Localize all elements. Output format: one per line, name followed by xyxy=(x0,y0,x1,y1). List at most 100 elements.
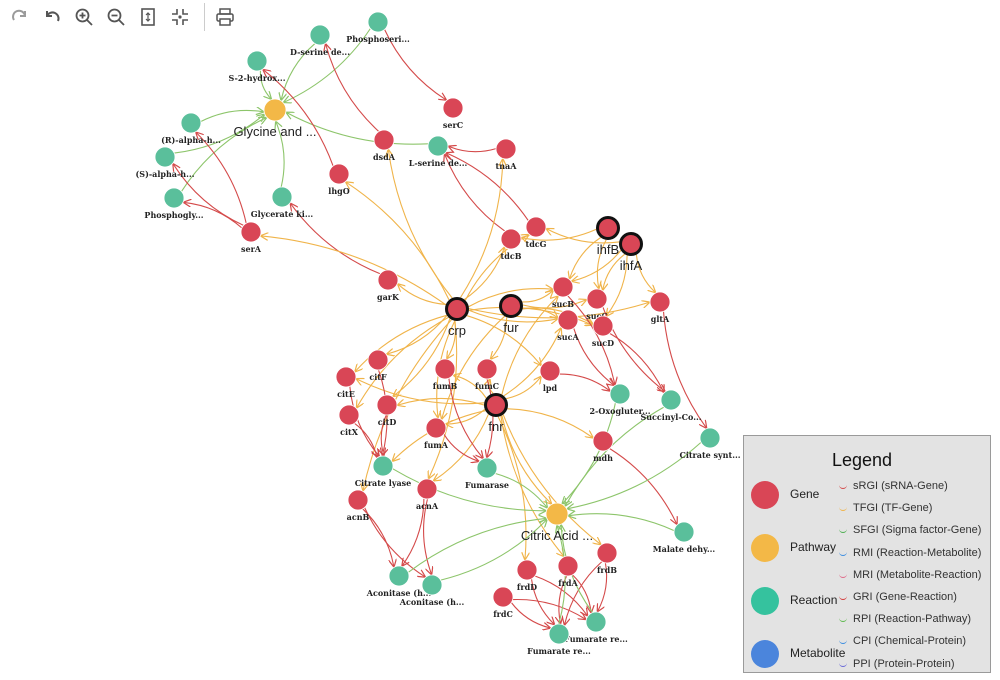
node-reaction[interactable]: Aconitase (h... xyxy=(366,565,432,598)
node-reaction[interactable]: Fumarase xyxy=(465,457,509,490)
node-reaction[interactable]: Fumarate re... xyxy=(527,623,591,656)
undo-button[interactable] xyxy=(38,5,66,29)
node-gene-circle[interactable] xyxy=(586,288,608,310)
node-gene-circle[interactable] xyxy=(377,269,399,291)
node-gene[interactable]: sucB xyxy=(552,276,574,309)
node-reaction-circle[interactable] xyxy=(699,427,721,449)
node-reaction-circle[interactable] xyxy=(309,24,331,46)
node-gene[interactable]: fumB xyxy=(433,358,458,391)
node-gene-circle[interactable] xyxy=(516,559,538,581)
node-reaction[interactable]: Aconitase (h... xyxy=(399,574,465,607)
node-reaction[interactable]: Phosphoseri... xyxy=(346,11,410,44)
node-reaction-circle[interactable] xyxy=(372,455,394,477)
node-reaction[interactable]: S-2-hydrox... xyxy=(228,50,286,83)
node-gene[interactable]: frdC xyxy=(492,586,514,619)
node-gene-circle[interactable] xyxy=(649,291,671,313)
fit-page-button[interactable] xyxy=(134,5,162,29)
node-gene-circle[interactable] xyxy=(596,216,620,240)
node-gene[interactable]: tnaA xyxy=(495,138,518,171)
node-reaction-circle[interactable] xyxy=(271,186,293,208)
node-gene-circle[interactable] xyxy=(367,349,389,371)
node-reaction-circle[interactable] xyxy=(180,112,202,134)
node-reaction[interactable]: Glycerate ki... xyxy=(251,186,314,219)
node-gene[interactable]: sucC xyxy=(586,288,608,321)
node-gene[interactable]: serC xyxy=(442,97,464,130)
node-gene-circle[interactable] xyxy=(240,221,262,243)
node-reaction-circle[interactable] xyxy=(427,135,449,157)
node-gene-circle[interactable] xyxy=(557,309,579,331)
node-gene-circle[interactable] xyxy=(335,366,357,388)
node-gene-circle[interactable] xyxy=(495,138,517,160)
node-gene[interactable]: citX xyxy=(338,404,360,437)
node-reaction[interactable]: (R)-alpha-h... xyxy=(161,112,221,145)
node-reaction-circle[interactable] xyxy=(673,521,695,543)
node-gene-circle[interactable] xyxy=(525,216,547,238)
node-gene[interactable]: frdD xyxy=(516,559,538,592)
node-gene[interactable]: sucD xyxy=(592,315,614,348)
node-gene-circle[interactable] xyxy=(442,97,464,119)
node-gene-circle[interactable] xyxy=(416,478,438,500)
node-reaction-circle[interactable] xyxy=(421,574,443,596)
node-gene[interactable]: gltA xyxy=(649,291,671,324)
node-gene-circle[interactable] xyxy=(338,404,360,426)
node-reaction[interactable]: 2-Oxogluter... xyxy=(589,383,651,416)
node-reaction[interactable]: L-serine de... xyxy=(409,135,468,168)
node-gene[interactable]: ihfB xyxy=(596,216,620,258)
node-reaction-circle[interactable] xyxy=(154,146,176,168)
node-reaction[interactable]: Succinyl-Co... xyxy=(640,389,702,422)
node-gene-circle[interactable] xyxy=(492,586,514,608)
node-reaction-circle[interactable] xyxy=(585,611,607,633)
node-reaction-circle[interactable] xyxy=(367,11,389,33)
node-gene[interactable]: fumC xyxy=(475,358,499,391)
node-gene-circle[interactable] xyxy=(425,417,447,439)
node-gene-circle[interactable] xyxy=(596,542,618,564)
node-reaction-circle[interactable] xyxy=(660,389,682,411)
node-gene[interactable]: mdh xyxy=(592,430,614,463)
node-gene[interactable]: fnr xyxy=(484,393,508,435)
node-gene[interactable]: serA xyxy=(240,221,262,254)
node-gene-circle[interactable] xyxy=(539,360,561,382)
zoom-in-button[interactable] xyxy=(70,5,98,29)
node-reaction[interactable]: Citrate synt... xyxy=(679,427,741,460)
node-gene-circle[interactable] xyxy=(619,232,643,256)
node-reaction[interactable]: Citrate lyase xyxy=(355,455,412,488)
print-button[interactable] xyxy=(211,5,239,29)
node-gene-circle[interactable] xyxy=(476,358,498,380)
node-gene[interactable]: dsdA xyxy=(373,129,396,162)
node-gene[interactable]: citD xyxy=(376,394,398,427)
node-gene-circle[interactable] xyxy=(592,315,614,337)
node-gene[interactable]: lhgO xyxy=(328,163,350,196)
node-gene-circle[interactable] xyxy=(347,489,369,511)
node-reaction[interactable]: Malate dehy... xyxy=(653,521,716,554)
node-pathway[interactable]: Citric Acid ... xyxy=(521,502,593,543)
node-gene-circle[interactable] xyxy=(557,555,579,577)
node-gene[interactable]: sucA xyxy=(557,309,579,342)
node-gene[interactable]: acnB xyxy=(347,489,370,522)
node-pathway[interactable]: Glycine and ... xyxy=(233,98,317,139)
node-reaction-circle[interactable] xyxy=(246,50,268,72)
node-gene[interactable]: tdcG xyxy=(525,216,547,249)
node-gene-circle[interactable] xyxy=(500,228,522,250)
node-gene-circle[interactable] xyxy=(499,294,523,318)
node-gene[interactable]: tdcB xyxy=(500,228,522,261)
node-gene[interactable]: citE xyxy=(335,366,357,399)
node-pathway-circle[interactable] xyxy=(263,98,287,122)
node-gene-circle[interactable] xyxy=(484,393,508,417)
node-reaction-circle[interactable] xyxy=(609,383,631,405)
node-gene-circle[interactable] xyxy=(328,163,350,185)
node-reaction[interactable]: D-serine de... xyxy=(290,24,350,57)
node-gene[interactable]: lpd xyxy=(539,360,561,393)
node-reaction-circle[interactable] xyxy=(163,187,185,209)
node-gene-circle[interactable] xyxy=(592,430,614,452)
node-gene[interactable]: acnA xyxy=(416,478,439,511)
node-reaction-circle[interactable] xyxy=(476,457,498,479)
node-reaction-circle[interactable] xyxy=(548,623,570,645)
zoom-out-button[interactable] xyxy=(102,5,130,29)
node-gene-circle[interactable] xyxy=(552,276,574,298)
redo-button[interactable] xyxy=(6,5,34,29)
node-gene[interactable]: fur xyxy=(499,294,523,336)
node-gene-circle[interactable] xyxy=(445,297,469,321)
node-gene[interactable]: citF xyxy=(367,349,389,382)
node-gene-circle[interactable] xyxy=(373,129,395,151)
